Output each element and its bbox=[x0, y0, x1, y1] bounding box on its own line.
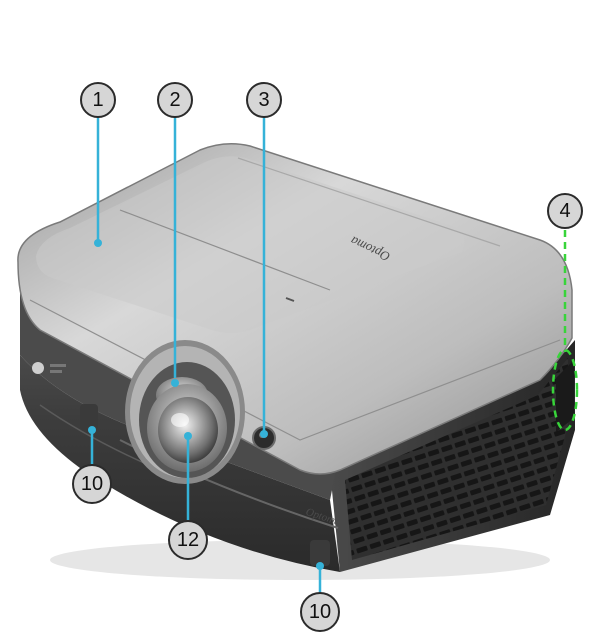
callout-1: 1 bbox=[81, 83, 115, 117]
callout-2-label: 2 bbox=[169, 89, 180, 111]
callout-4-label: 4 bbox=[559, 200, 570, 222]
callout-2: 2 bbox=[158, 83, 192, 117]
tilt-foot-left bbox=[80, 404, 98, 430]
callout-4: 4 bbox=[548, 194, 582, 228]
power-badge-icon bbox=[32, 362, 44, 374]
callout-10-right: 10 bbox=[301, 593, 339, 631]
callout-3: 3 bbox=[247, 83, 281, 117]
callout-12-label: 12 bbox=[177, 529, 199, 551]
callout-1-label: 1 bbox=[92, 89, 103, 111]
callout-10-right-label: 10 bbox=[309, 601, 331, 623]
callout-10-left: 10 bbox=[73, 465, 111, 503]
callout-3-label: 3 bbox=[258, 89, 269, 111]
callout-12: 12 bbox=[169, 521, 207, 559]
callout-10-left-label: 10 bbox=[81, 473, 103, 495]
